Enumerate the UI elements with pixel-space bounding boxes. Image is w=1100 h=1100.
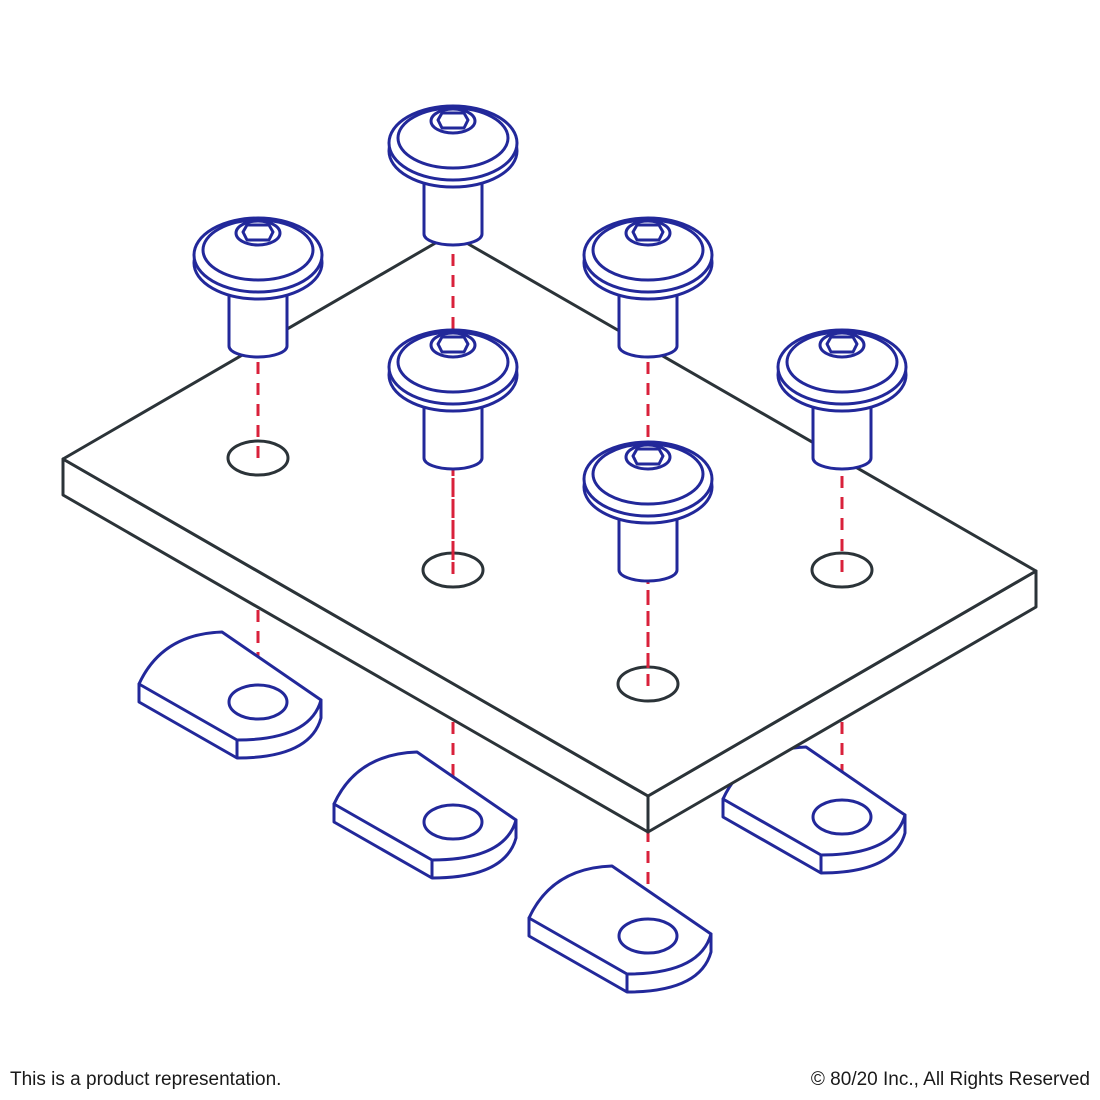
hex-socket-icon (631, 223, 665, 242)
button-head-screw (582, 440, 714, 583)
plate-top-face (61, 232, 1038, 798)
drop-in-t-nut (527, 864, 713, 994)
hex-socket-icon (436, 111, 470, 130)
t-nut-top (332, 750, 518, 862)
drop-in-t-nut (721, 745, 907, 875)
button-head-screw (387, 104, 519, 247)
t-nut-thread-hole (422, 803, 484, 841)
hex-socket-icon (436, 335, 470, 354)
hex-socket-icon (241, 223, 275, 242)
t-nut-group (137, 630, 907, 994)
drop-in-t-nut (332, 750, 518, 880)
disclaimer-text: This is a product representation. (10, 1069, 282, 1090)
exploded-assembly-diagram (61, 104, 1038, 994)
t-nut-top (137, 630, 323, 742)
t-nut-thread-hole (811, 798, 873, 836)
copyright-text: © 80/20 Inc., All Rights Reserved (810, 1069, 1090, 1090)
button-head-screw (387, 328, 519, 471)
hex-socket-icon (825, 335, 859, 354)
drop-in-t-nut (137, 630, 323, 760)
t-nut-top (527, 864, 713, 976)
button-head-screw (192, 216, 324, 359)
t-nut-thread-hole (227, 683, 289, 721)
button-head-screw (582, 216, 714, 359)
button-head-screw (776, 328, 908, 471)
screw-group (192, 104, 908, 583)
plate-hole (226, 439, 290, 477)
t-nut-thread-hole (617, 917, 679, 955)
mounting-plate (61, 232, 1038, 834)
plate-hole (810, 551, 874, 589)
hex-socket-icon (631, 447, 665, 466)
